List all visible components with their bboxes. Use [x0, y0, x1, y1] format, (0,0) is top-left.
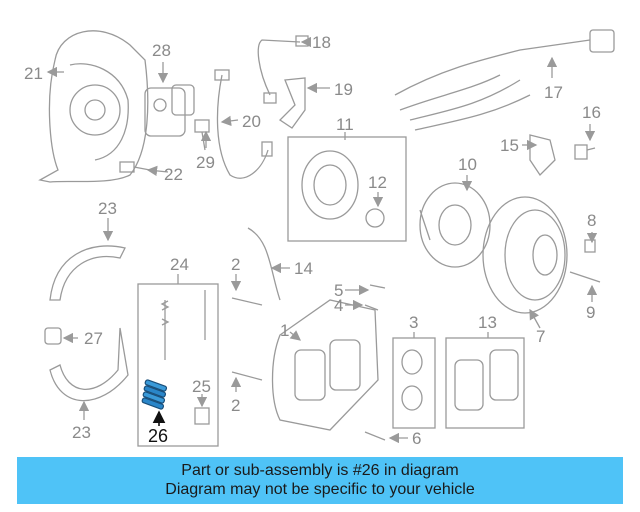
- caliper-drawing: [271, 299, 379, 431]
- part-16-drawing: [574, 144, 596, 160]
- brake-shoe-top-drawing: [49, 245, 126, 301]
- box-24: [137, 283, 219, 447]
- callout-9: 9: [586, 303, 595, 322]
- box-3: [392, 337, 436, 429]
- callout-10: 10: [458, 155, 477, 174]
- callout-2-top: 2: [231, 255, 240, 274]
- bolt-2a-drawing: [231, 297, 263, 306]
- hub-drawing: [419, 182, 491, 268]
- pad-left-drawing: [454, 359, 484, 411]
- bolt-2b-drawing: [231, 371, 263, 381]
- callout-15: 15: [500, 136, 519, 155]
- callout-14: 14: [294, 259, 313, 278]
- callout-24: 24: [170, 255, 189, 274]
- part-27-drawing: [44, 327, 62, 345]
- callout-11: 11: [336, 115, 354, 134]
- bolt-22-drawing: [119, 161, 151, 173]
- callout-19: 19: [334, 80, 353, 99]
- callout-1: 1: [280, 321, 289, 340]
- leader-lines: [46, 36, 598, 444]
- callout-29: 29: [196, 153, 215, 172]
- callout-21: 21: [24, 64, 43, 83]
- brake-shoe-bottom-drawing: [49, 327, 129, 402]
- callout-2-bottom: 2: [231, 396, 240, 415]
- pad-right-drawing: [489, 349, 519, 401]
- part-6-drawing: [364, 431, 386, 441]
- callout-3: 3: [409, 313, 418, 332]
- callout-5: 5: [334, 281, 343, 300]
- sensor-line-drawing: [257, 35, 309, 104]
- wiring-harness-drawing: [394, 29, 615, 131]
- banner-line-2: Diagram may not be specific to your vehi…: [165, 481, 475, 498]
- box-13: [445, 337, 525, 429]
- bleeder-5-drawing: [369, 284, 386, 289]
- part-8-9-drawing: [569, 239, 601, 283]
- box-11: [287, 136, 407, 242]
- callout-16: 16: [582, 103, 601, 122]
- callout-4: 4: [334, 296, 343, 315]
- part-26-highlight: [141, 379, 168, 426]
- callout-23-top: 23: [98, 199, 117, 218]
- actuator-drawing: [144, 84, 195, 137]
- callout-12: 12: [368, 173, 387, 192]
- callout-20: 20: [242, 112, 261, 131]
- wear-sensor-drawing: [247, 227, 281, 301]
- springs-drawing: [160, 290, 210, 425]
- callout-25: 25: [192, 377, 211, 396]
- seal-lower-drawing: [401, 385, 423, 411]
- callout-23-bottom: 23: [72, 423, 91, 442]
- sensor-15-drawing: [529, 134, 556, 177]
- callout-7: 7: [536, 327, 545, 346]
- callout-8: 8: [587, 211, 596, 230]
- seal-upper-drawing: [401, 349, 423, 375]
- banner-line-1: Part or sub-assembly is #26 in diagram: [181, 462, 459, 479]
- callout-6: 6: [412, 429, 421, 448]
- callout-26: 26: [148, 426, 168, 446]
- callout-22: 22: [164, 165, 183, 184]
- callout-17: 17: [544, 83, 563, 102]
- bracket-drawing: [278, 77, 306, 129]
- bleeder-4-drawing: [364, 304, 379, 311]
- callout-13: 13: [478, 313, 497, 332]
- bearing-drawing: [301, 150, 385, 228]
- callout-28: 28: [152, 41, 171, 60]
- info-banner: Part or sub-assembly is #26 in diagram D…: [17, 457, 623, 504]
- brake-disc-drawing: [482, 196, 568, 314]
- parts-diagram: 21 28 22 29 20 18 19 11 12 10 17 16 15 8…: [24, 29, 615, 448]
- callout-18: 18: [312, 33, 331, 52]
- callout-27: 27: [84, 329, 103, 348]
- brake-hose-drawing: [214, 69, 273, 179]
- bolt-29-drawing: [194, 119, 210, 151]
- backing-plate-drawing: [38, 30, 149, 183]
